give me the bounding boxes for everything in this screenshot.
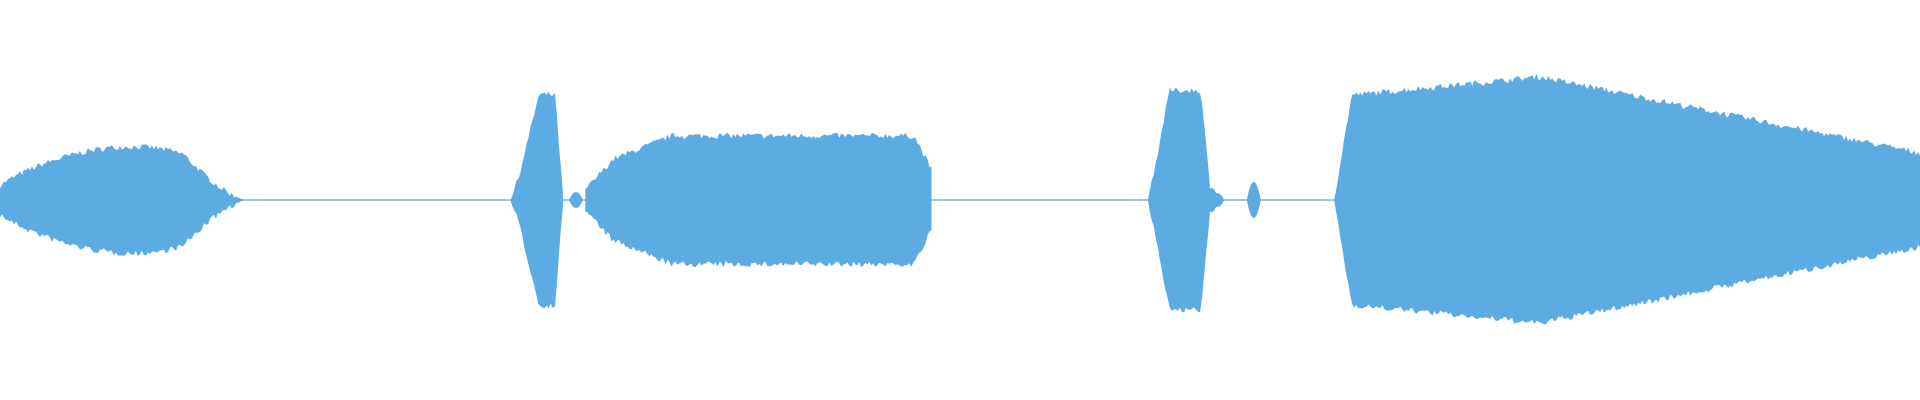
waveform-segment-2: [510, 91, 563, 309]
waveform-segment-5: [1334, 73, 1920, 325]
waveform-blip-5: [1246, 182, 1261, 218]
waveform-segment-3: [585, 132, 932, 268]
waveform-blip-1: [569, 192, 583, 208]
waveform-segment-4: [1147, 87, 1210, 313]
waveform-blip-6: [889, 190, 904, 210]
waveform-segment-1: [0, 144, 245, 256]
waveform-blip-4: [1204, 188, 1219, 212]
